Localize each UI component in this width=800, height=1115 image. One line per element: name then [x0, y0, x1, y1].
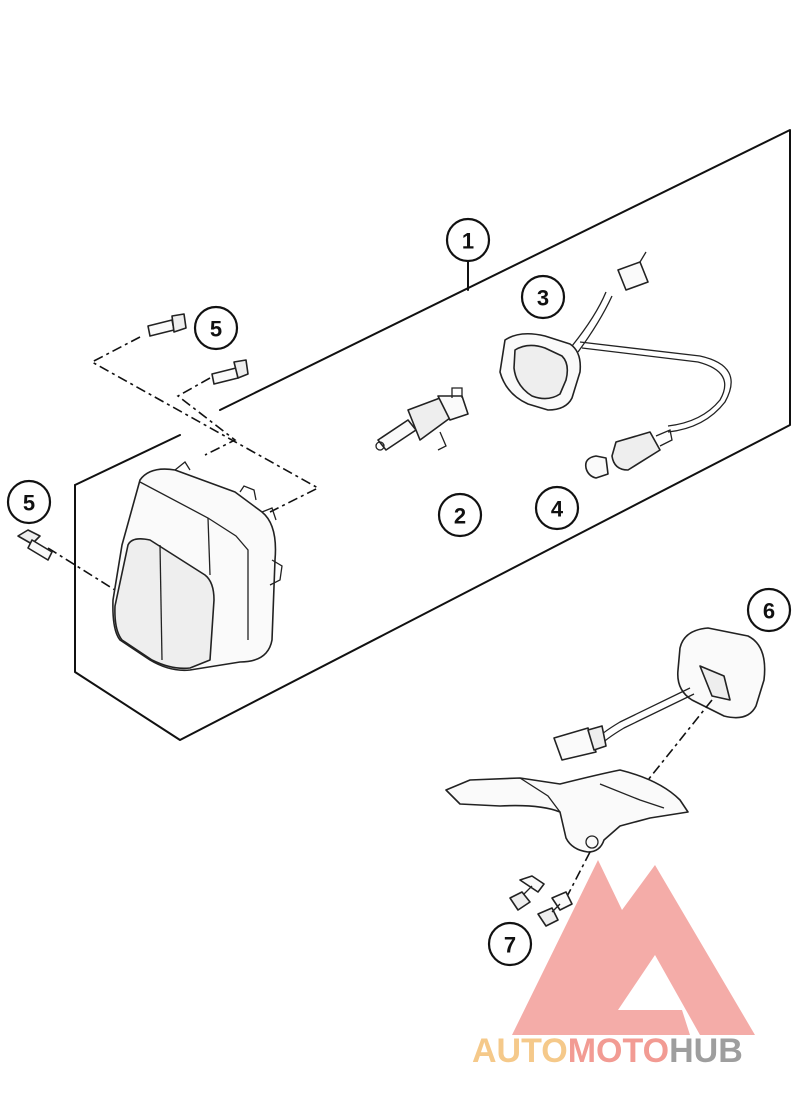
callout-1: 1 — [445, 217, 491, 263]
watermark-part1: AUTO — [472, 1032, 568, 1070]
callout-2: 2 — [437, 492, 483, 538]
position-lamp-bulb — [584, 429, 673, 479]
callout-7: 7 — [487, 921, 533, 967]
callout-3: 3 — [520, 274, 566, 320]
control-unit — [553, 627, 766, 761]
watermark-part2: MOTO — [568, 1032, 669, 1070]
callout-3-label: 3 — [537, 286, 549, 311]
callout-2-label: 2 — [454, 504, 466, 529]
screw-top-2 — [211, 359, 249, 385]
callout-5-top-label: 5 — [210, 317, 222, 342]
watermark-text: AUTOMOTOHUB — [472, 1032, 743, 1070]
callout-5-left-label: 5 — [23, 491, 35, 516]
assembly-group-box — [74, 129, 791, 741]
screw-assembly-dashes — [47, 336, 320, 591]
mounting-bracket — [445, 769, 689, 911]
screw-7-right — [537, 891, 573, 927]
bulb-socket-harness — [499, 251, 732, 433]
screw-left — [17, 529, 53, 561]
callout-5-left: 5 — [6, 479, 52, 525]
headlight-bulb — [375, 387, 469, 451]
watermark-logo — [512, 860, 755, 1035]
callout-6: 6 — [746, 587, 792, 633]
callout-1-label: 1 — [462, 229, 474, 254]
headlight-housing — [112, 461, 283, 672]
callout-4-label: 4 — [551, 497, 564, 522]
svg-text:AUTOMOTOHUB: AUTOMOTOHUB — [472, 1032, 743, 1070]
watermark-part3: HUB — [669, 1032, 743, 1070]
screw-top-1 — [147, 313, 187, 337]
watermark-logo-mark — [512, 860, 755, 1035]
control-unit-dash — [639, 699, 713, 791]
callout-5-top: 5 — [193, 305, 239, 351]
callout-6-label: 6 — [763, 599, 775, 624]
screw-7-left — [509, 875, 545, 911]
callout-4: 4 — [534, 485, 580, 531]
callout-7-label: 7 — [504, 933, 516, 958]
